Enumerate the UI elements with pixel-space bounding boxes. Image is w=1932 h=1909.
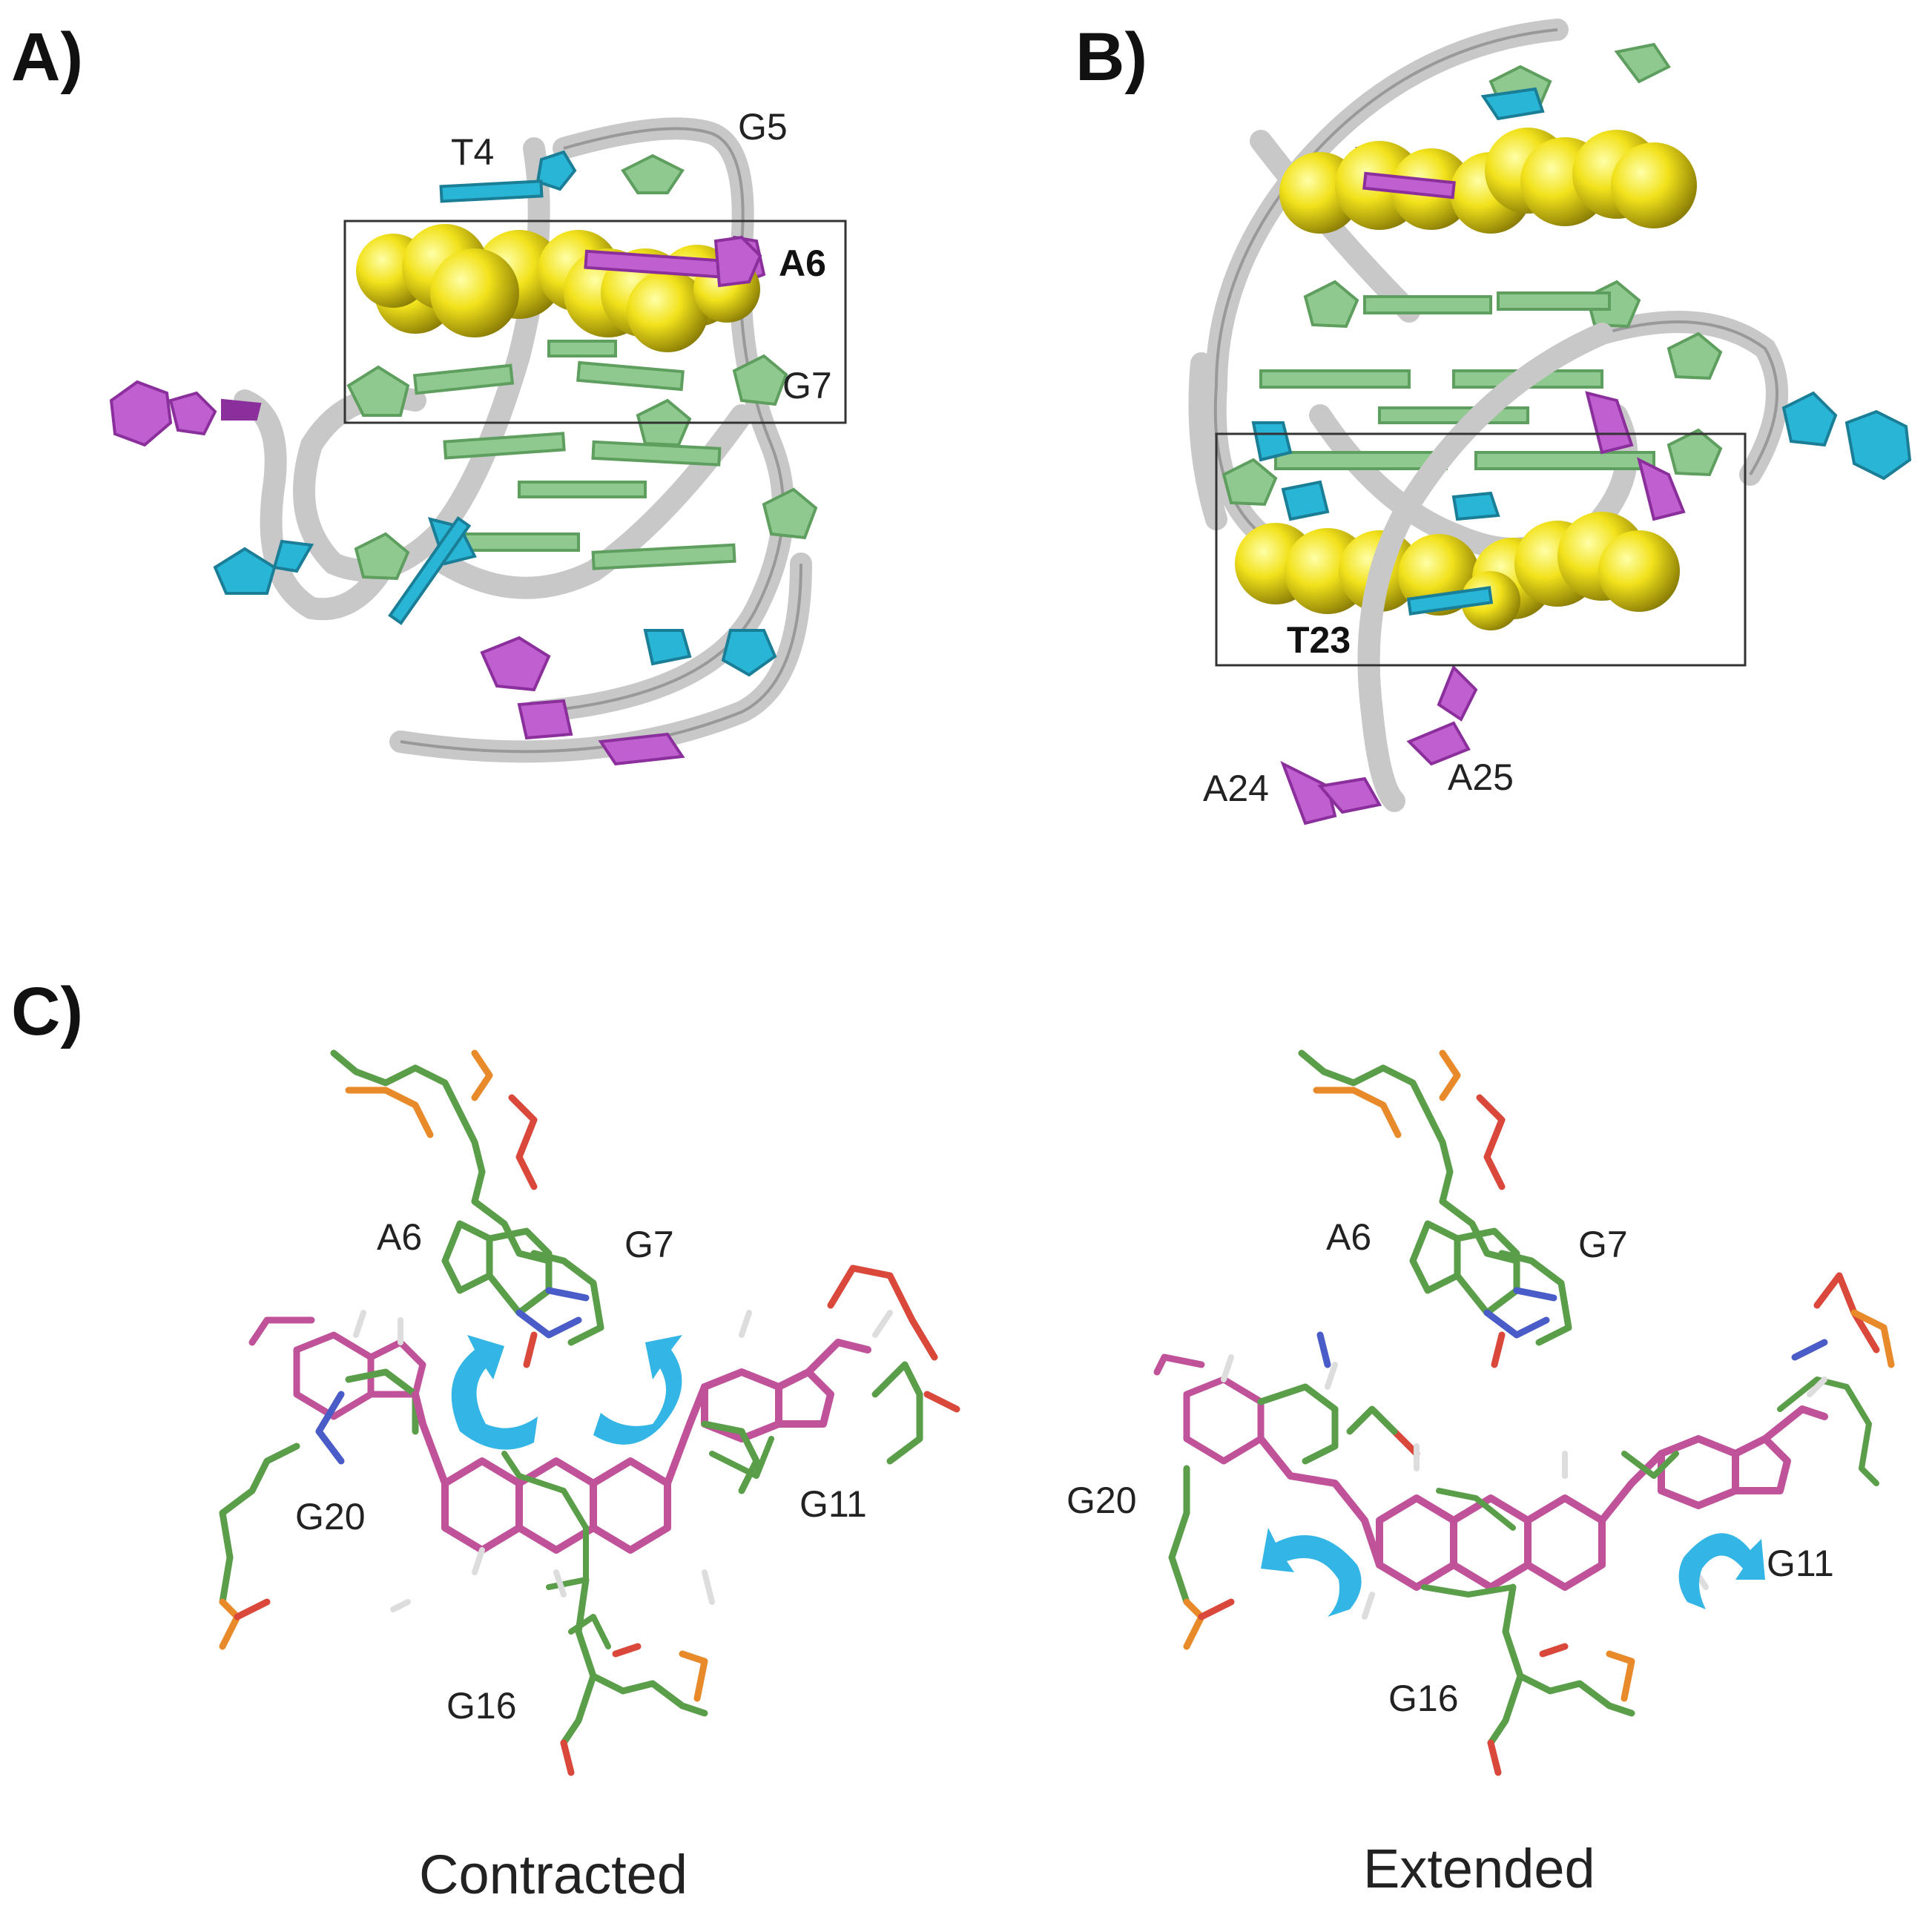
extended-label-g16: G16 [1388, 1678, 1459, 1719]
panel-a-letter: A) [11, 19, 83, 95]
contracted-arrows [451, 1335, 682, 1450]
contracted-label-g16: G16 [446, 1685, 517, 1727]
label-t4: T4 [451, 131, 494, 173]
contracted-label-g11: G11 [799, 1483, 867, 1525]
curved-arrow-icon [593, 1335, 682, 1445]
label-a24: A24 [1203, 768, 1269, 809]
contracted-caption: Contracted [419, 1844, 688, 1905]
curved-arrow-icon [1261, 1528, 1362, 1617]
panel-b-ligand-spheres-bottom [1235, 512, 1680, 630]
panel-c: C) [11, 974, 1895, 1905]
panel-a: A) [11, 19, 847, 766]
label-g7: G7 [782, 365, 832, 406]
contracted-label-a6: A6 [377, 1216, 422, 1258]
extended-g16-backbone [1487, 1583, 1635, 1776]
panel-b: B) [1075, 19, 1912, 825]
extended-arrows [1261, 1528, 1765, 1617]
contracted-g11 [701, 1265, 960, 1494]
contracted-ligand [412, 1339, 871, 1554]
panel-b-highlight-box [1215, 432, 1747, 667]
extended-ligand [1257, 1405, 1828, 1591]
extended-a6-g7 [1409, 1220, 1572, 1368]
panel-c-letter: C) [11, 974, 83, 1049]
label-t23: T23 [1287, 619, 1351, 661]
panel-a-thymine-bases [213, 150, 777, 677]
extended-caption: Extended [1363, 1838, 1595, 1899]
curved-arrow-icon [1678, 1533, 1765, 1609]
contracted-g20 [219, 1316, 426, 1650]
label-a25: A25 [1448, 756, 1514, 798]
panel-c-left-contracted [219, 1049, 960, 1776]
curved-arrow-icon [451, 1335, 538, 1450]
panel-b-guanine-bases [1221, 42, 1723, 507]
panel-b-ligand-spheres-top [1279, 128, 1697, 234]
contracted-label-g20: G20 [295, 1496, 366, 1537]
extended-label-g11: G11 [1767, 1543, 1834, 1584]
panel-a-ligand-spheres [356, 224, 760, 352]
contracted-a6-g7 [441, 1220, 604, 1368]
panel-a-guanine-bases [346, 154, 818, 581]
extended-label-g7: G7 [1578, 1224, 1628, 1265]
contracted-hydrogens [353, 1310, 893, 1612]
extended-label-g20: G20 [1066, 1480, 1137, 1521]
panel-a-highlight-box [343, 220, 847, 424]
panel-c-right-extended [1153, 1049, 1895, 1776]
label-g5: G5 [738, 106, 788, 148]
extended-g20 [1153, 1331, 1420, 1650]
extended-backbone-top [1298, 1049, 1520, 1265]
extended-g11 [1791, 1272, 1895, 1368]
label-a6: A6 [779, 243, 826, 284]
panel-b-letter: B) [1075, 19, 1147, 95]
extended-label-a6: A6 [1326, 1216, 1371, 1258]
contracted-g16-backbone [560, 1576, 708, 1776]
contracted-backbone-top [330, 1049, 553, 1265]
contracted-label-g7: G7 [624, 1224, 674, 1265]
